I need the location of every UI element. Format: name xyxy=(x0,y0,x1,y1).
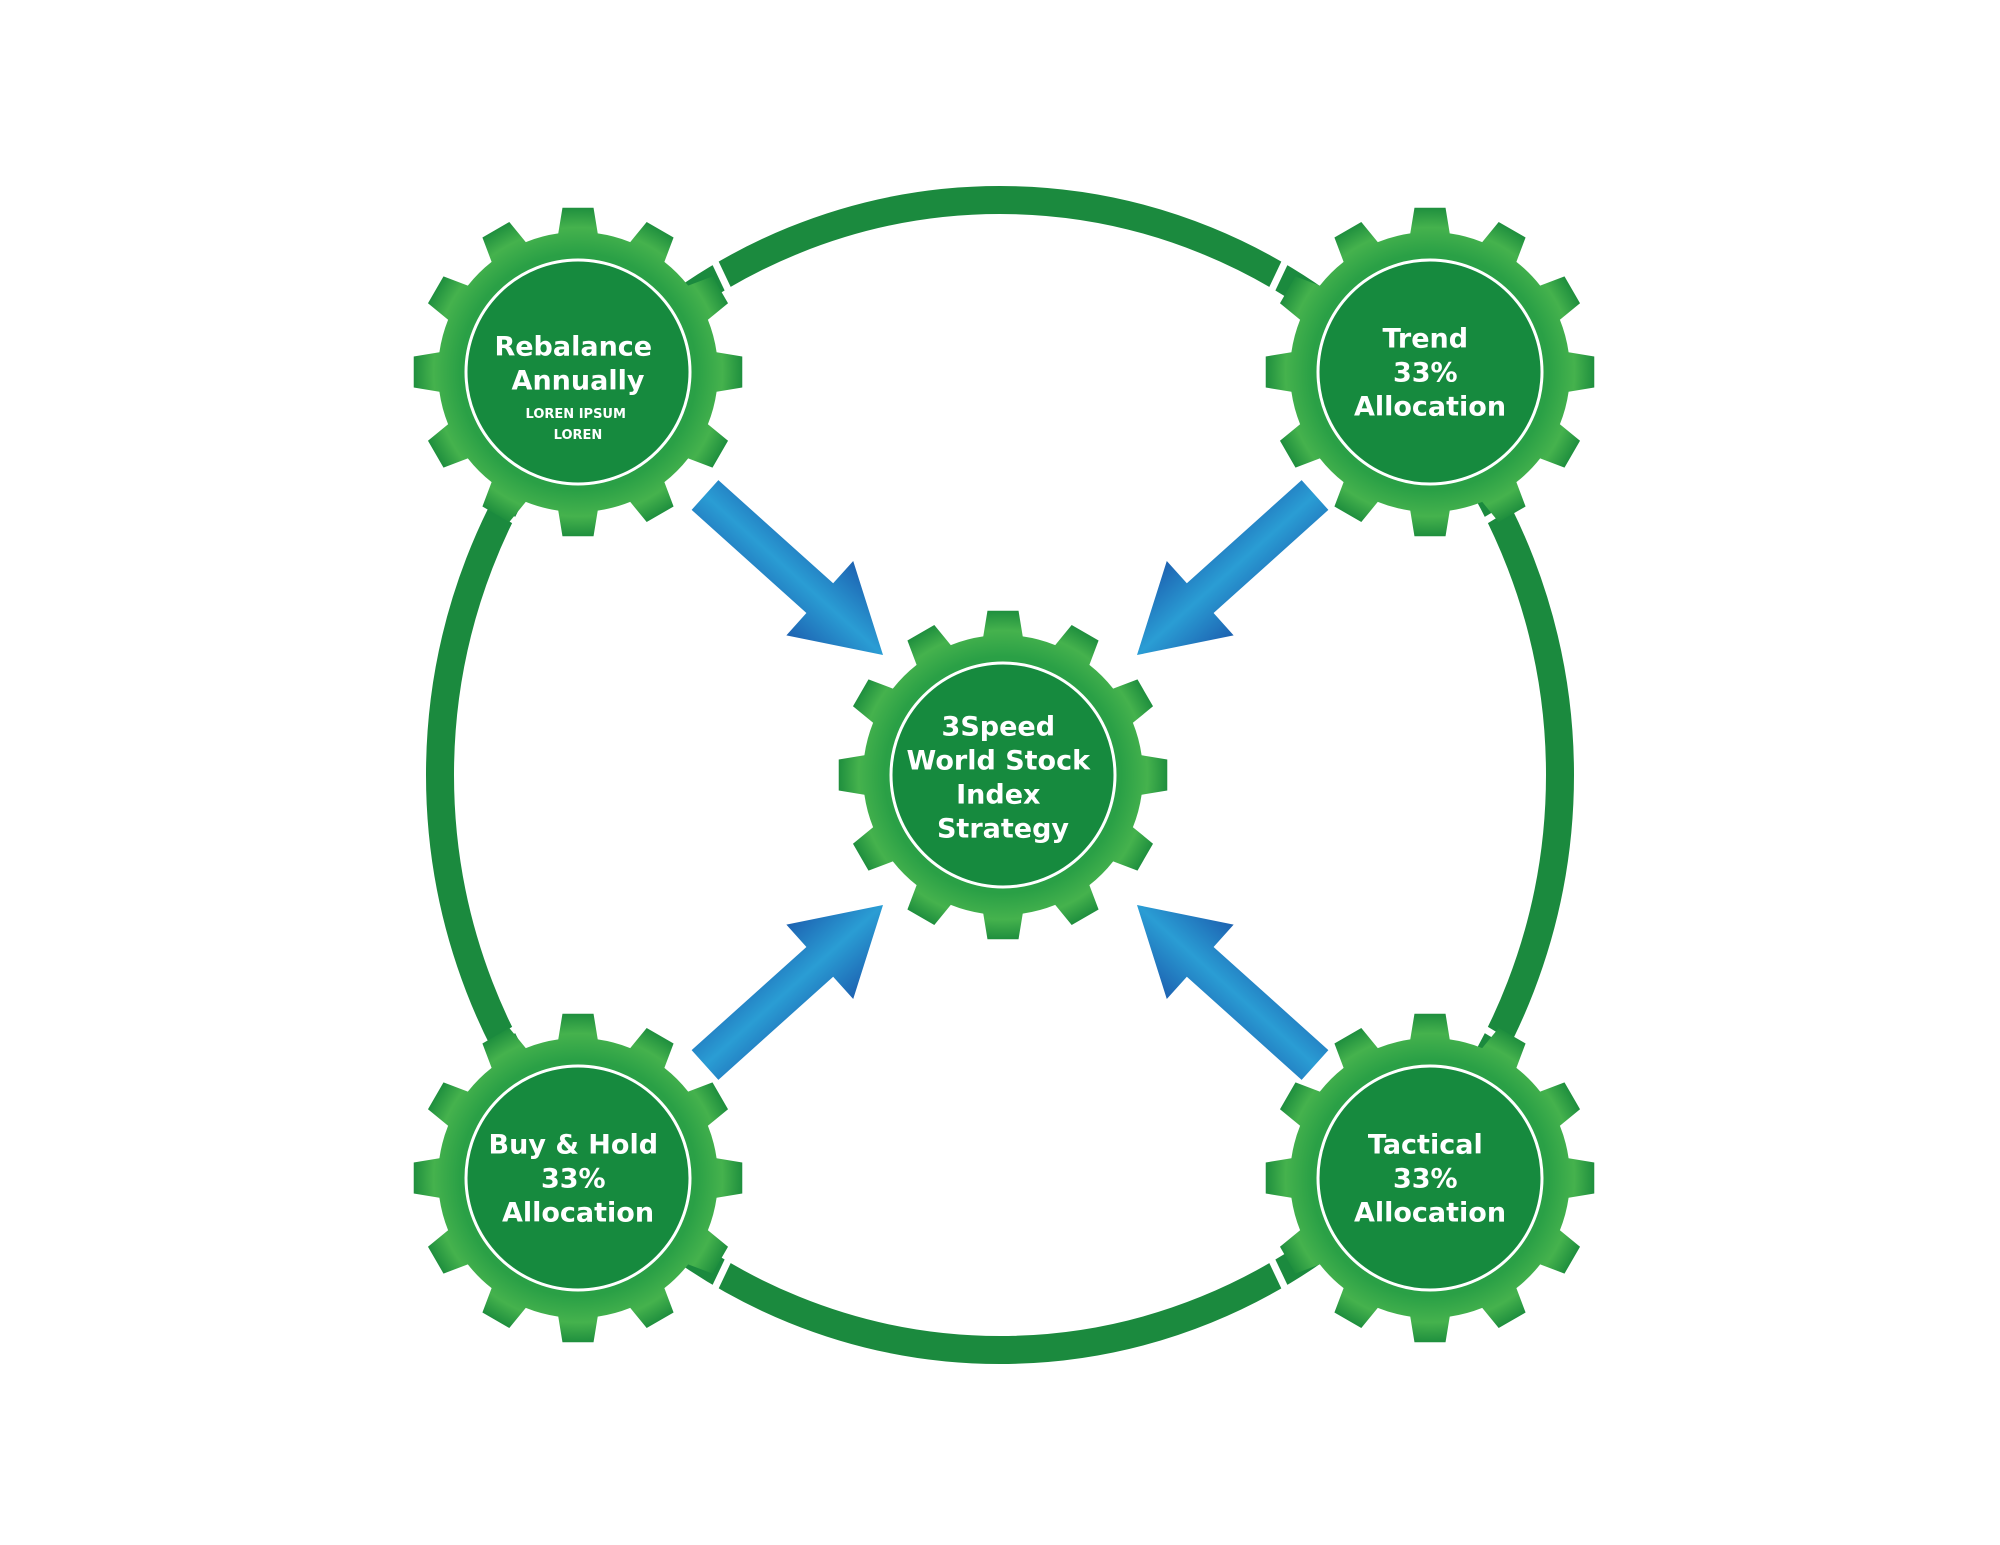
gear-buy-hold-allocation: Buy & Hold 33% Allocation xyxy=(413,1013,743,1343)
arrow-top-right-to-center xyxy=(1136,480,1329,656)
gear-sublabel: LOREN IPSUM LOREN xyxy=(526,407,631,443)
gear-inner-disc xyxy=(889,661,1117,889)
gear-world-stock-strategy: 3Speed World Stock Index Strategy xyxy=(838,610,1168,940)
gear-label: Trend 33% Allocation xyxy=(1354,323,1506,422)
gear-label: Buy & Hold 33% Allocation xyxy=(489,1129,668,1228)
gear-label-line: Index xyxy=(956,779,1040,810)
gear-label: 3Speed World Stock Index Strategy xyxy=(907,711,1100,844)
gear-label-line: Tactical xyxy=(1368,1129,1483,1160)
gear-label-line: Strategy xyxy=(937,813,1069,844)
gear-label-line: Allocation xyxy=(1354,391,1506,422)
gear-inner-disc xyxy=(1316,258,1544,486)
gear-label-line: 3Speed xyxy=(942,711,1056,742)
gear-tactical-allocation: Tactical 33% Allocation xyxy=(1265,1013,1595,1343)
gear-label-line: 33% xyxy=(1393,1163,1458,1194)
gear-label-line: Annually xyxy=(512,365,645,396)
gear-label-line: Rebalance xyxy=(494,331,652,362)
arrow-bottom-right-to-center xyxy=(1136,904,1329,1080)
gear-label-line: Buy & Hold xyxy=(489,1129,658,1160)
gear-inner-disc xyxy=(464,1064,692,1292)
arrow-bottom-left-to-center xyxy=(691,904,884,1080)
gear-label-line: Trend xyxy=(1382,323,1468,354)
gear-label: Rebalance Annually xyxy=(494,331,661,396)
gear-sublabel-line: LOREN xyxy=(554,428,603,443)
gear-label: Tactical 33% Allocation xyxy=(1354,1129,1506,1228)
gear-inner-disc xyxy=(464,258,692,486)
connecting-ring xyxy=(426,186,1574,1364)
gear-label-line: Allocation xyxy=(502,1197,654,1228)
gear-inner-disc xyxy=(1316,1064,1544,1292)
gear-sublabel-line: LOREN IPSUM xyxy=(526,407,626,422)
arrow-top-left-to-center xyxy=(691,480,884,656)
gear-label-line: World Stock xyxy=(907,745,1092,776)
arrows xyxy=(691,480,1329,1080)
gear-rebalance-annually: Rebalance Annually LOREN IPSUM LOREN xyxy=(413,207,743,537)
gear-trend-allocation: Trend 33% Allocation xyxy=(1265,207,1595,537)
gear-label-line: Allocation xyxy=(1354,1197,1506,1228)
gear-label-line: 33% xyxy=(1393,357,1458,388)
gear-label-line: 33% xyxy=(541,1163,606,1194)
